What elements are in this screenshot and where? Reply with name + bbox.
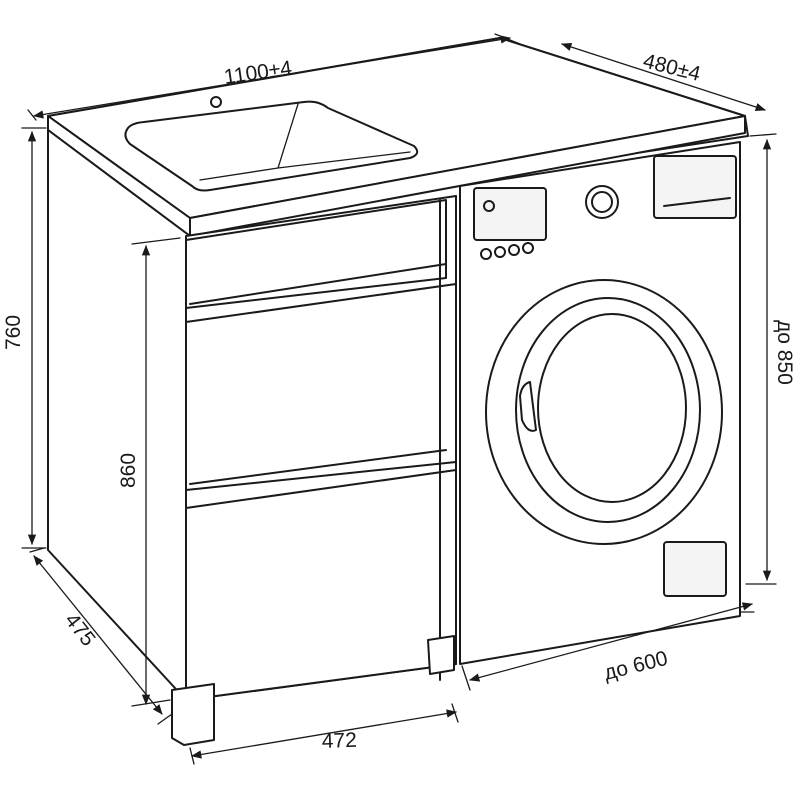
dimension-cabinet-height-label: 860 [117, 453, 140, 488]
dimension-top-depth-label: 480±4 [641, 50, 703, 86]
washer-indicator-icon [483, 200, 495, 212]
dimension-washer-height: до 850 [745, 133, 796, 585]
dimension-side-depth-label: 475 [60, 609, 100, 651]
dimension-washer-height-label: до 850 [773, 320, 796, 385]
dimension-cabinet-width-label: 472 [321, 729, 357, 753]
washer-button-icon [522, 242, 534, 254]
dimension-total-height: 760 [2, 127, 47, 549]
detergent-drawer [653, 155, 737, 219]
dimension-cabinet-width: 472 [189, 703, 459, 765]
washer-button-icon [508, 244, 520, 256]
sink-basin [124, 96, 419, 192]
dimension-total-height-label: 760 [2, 315, 25, 350]
filter-hatch [663, 541, 727, 597]
washer-door-handle-icon [519, 381, 537, 432]
washing-machine [459, 141, 741, 665]
dimension-washer-width-label: до 600 [602, 647, 670, 685]
washer-button-icon [480, 248, 492, 260]
washer-button-icon [494, 246, 506, 258]
washer-door-glass [537, 313, 687, 503]
washer-dial-icon [585, 185, 619, 219]
washer-display [473, 187, 547, 241]
